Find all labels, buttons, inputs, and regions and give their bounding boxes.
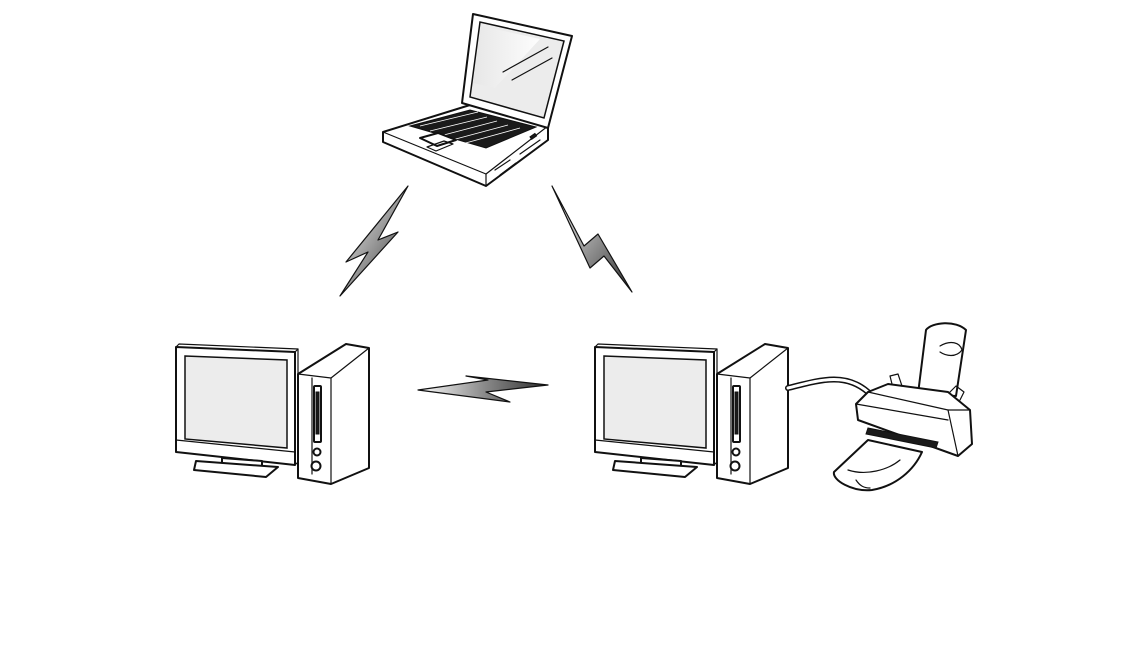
laptop-icon bbox=[383, 14, 572, 186]
lightning-bolt-icon bbox=[340, 186, 408, 296]
lightning-bolt-icon bbox=[418, 376, 548, 402]
printer-cable bbox=[788, 379, 868, 392]
desktop-computer-icon bbox=[176, 344, 369, 484]
desktop-computer-icon bbox=[595, 344, 788, 484]
lightning-bolt-icon bbox=[552, 186, 632, 292]
printer-icon bbox=[834, 323, 972, 490]
